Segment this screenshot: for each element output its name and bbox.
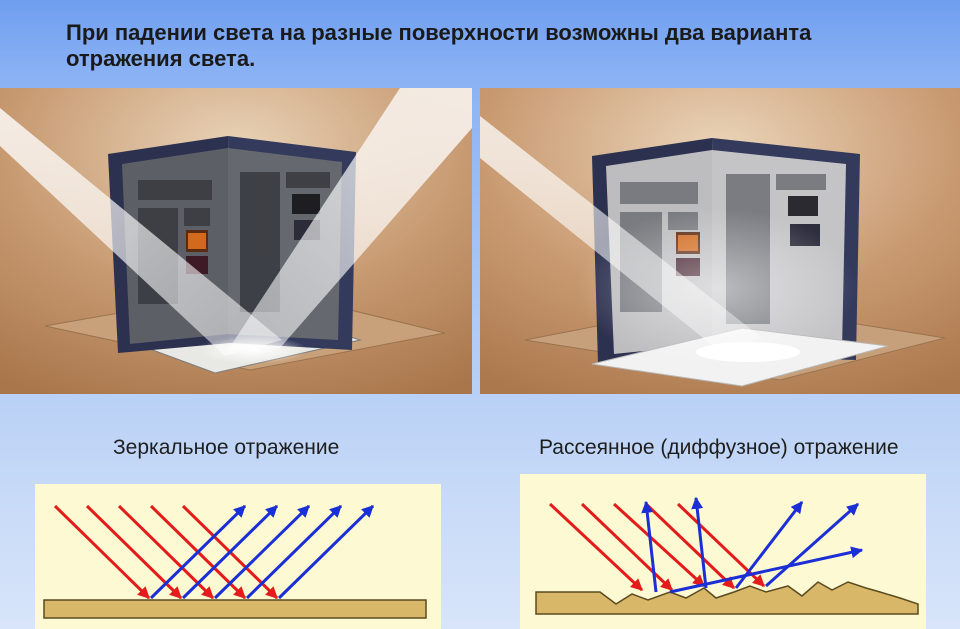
specular-reflection-photo	[0, 88, 472, 394]
mirror-surface	[43, 599, 427, 619]
specular-caption: Зеркальное отражение	[113, 436, 340, 459]
heading-line-1: При падении света на разные поверхности …	[66, 20, 812, 45]
rough-surface	[535, 581, 919, 615]
diffuse-diagram	[520, 474, 926, 629]
diffuse-caption: Рассеянное (диффузное) отражение	[539, 436, 899, 459]
specular-diagram	[35, 484, 441, 629]
diffuse-reflection-photo	[480, 88, 960, 394]
page-heading: При падении света на разные поверхности …	[66, 20, 926, 72]
heading-line-2: отражения света.	[66, 46, 256, 71]
